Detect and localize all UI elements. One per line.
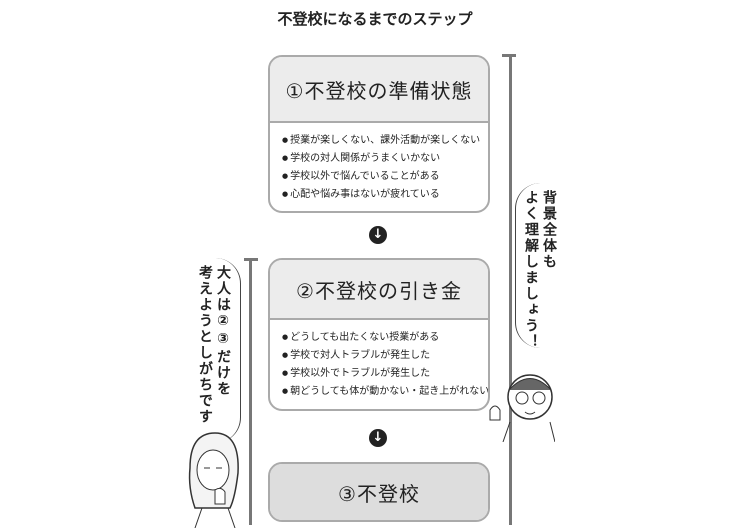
step-2-box: ②不登校の引き金 どうしても出たくない授業がある 学校で対人トラブルが発生した …: [268, 258, 490, 411]
list-item: 授業が楽しくない、課外活動が楽しくない: [282, 131, 488, 149]
bracket-cap: [502, 54, 516, 57]
bracket-cap: [244, 258, 258, 261]
list-item: 学校以外でトラブルが発生した: [282, 364, 488, 382]
man-with-glasses-illustration: [489, 374, 555, 442]
step-1-box: ①不登校の準備状態 授業が楽しくない、課外活動が楽しくない 学校の対人関係がうま…: [268, 55, 490, 213]
left-bubble-text: 大人は②③だけを 考えようとしがちです: [196, 265, 232, 425]
woman-thinking-illustration: [188, 432, 239, 528]
list-item: 学校の対人関係がうまくいかない: [282, 149, 488, 167]
list-item: 学校で対人トラブルが発生した: [282, 346, 488, 364]
right-bubble-text: 背景全体も よく理解しましょう！: [522, 190, 558, 350]
step-1-heading: ①不登校の準備状態: [270, 57, 488, 123]
list-item: 心配や悩み事はないが疲れている: [282, 185, 488, 203]
bubble-line: 考えようとしがちです: [197, 265, 213, 425]
left-bracket-line: [249, 259, 252, 525]
step-1-list: 授業が楽しくない、課外活動が楽しくない 学校の対人関係がうまくいかない 学校以外…: [270, 123, 488, 203]
bubble-line: 大人は②③だけを: [215, 265, 231, 397]
list-item: 学校以外で悩んでいることがある: [282, 167, 488, 185]
bubble-line: よく理解しましょう！: [523, 190, 539, 350]
step-2-list: どうしても出たくない授業がある 学校で対人トラブルが発生した 学校以外でトラブル…: [270, 320, 488, 400]
list-item: 朝どうしても体が動かない・起き上がれない: [282, 382, 488, 400]
diagram-title: 不登校になるまでのステップ: [277, 10, 473, 28]
list-item: どうしても出たくない授業がある: [282, 328, 488, 346]
bubble-line: 背景全体も: [541, 190, 557, 270]
down-arrow-icon: ↓: [369, 429, 387, 447]
down-arrow-icon: ↓: [369, 226, 387, 244]
left-speech-bubble: [190, 258, 241, 443]
step-3-heading: ③不登校: [270, 464, 488, 520]
step-2-heading: ②不登校の引き金: [270, 260, 488, 320]
right-bracket-line: [509, 55, 512, 525]
step-3-box: ③不登校: [268, 462, 490, 522]
right-speech-bubble: [515, 183, 566, 348]
